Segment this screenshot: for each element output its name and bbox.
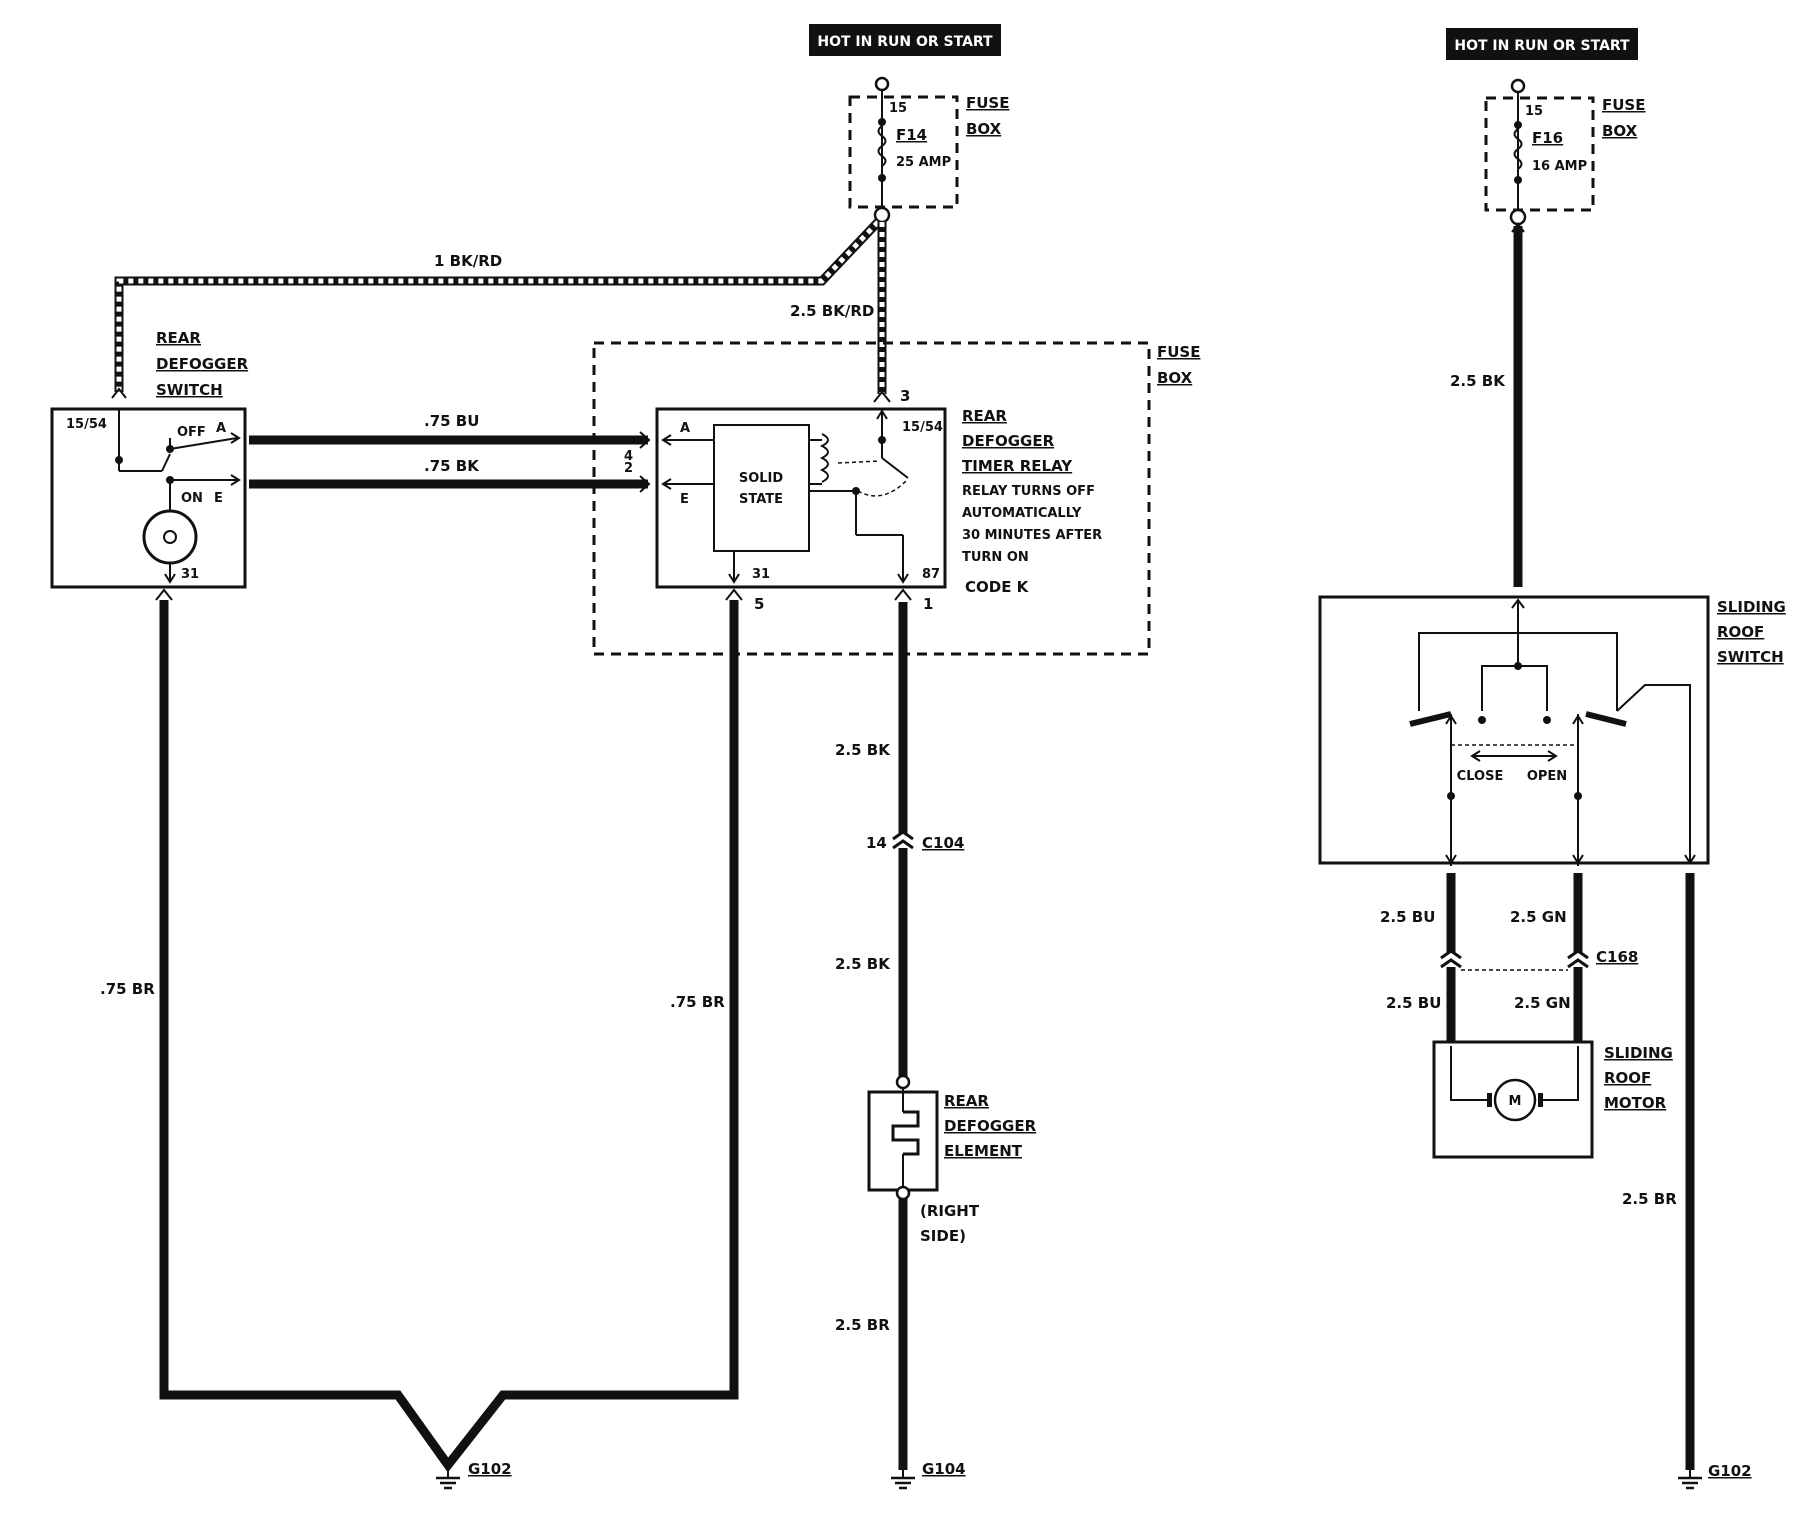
svg-text:15/54: 15/54 xyxy=(66,417,107,432)
svg-text:SIDE): SIDE) xyxy=(920,1227,966,1245)
svg-text:SLIDING: SLIDING xyxy=(1717,598,1786,616)
relay-note-3: 30 MINUTES AFTER xyxy=(962,528,1102,543)
label-2-5-bu-a: 2.5 BU xyxy=(1380,908,1435,926)
svg-text:14: 14 xyxy=(866,834,887,852)
hot-tag-right: HOT IN RUN OR START xyxy=(1446,28,1638,60)
fuse-box-label-2b: BOX xyxy=(1602,122,1638,140)
switch-title-3: SWITCH xyxy=(156,381,223,399)
svg-text:ROOF: ROOF xyxy=(1717,623,1764,641)
sliding-roof-switch: CLOSE OPEN SLIDING ROOF SWITCH xyxy=(1318,222,1786,866)
label-2-5-br-right: 2.5 BR xyxy=(1622,1190,1677,1208)
svg-text:CLOSE: CLOSE xyxy=(1457,769,1504,784)
label-2-5-gn-a: 2.5 GN xyxy=(1510,908,1567,926)
connector-c104: 14 C104 xyxy=(866,830,964,852)
svg-text:2: 2 xyxy=(624,461,633,476)
svg-text:OFF: OFF xyxy=(177,425,206,440)
wire-75-br-left xyxy=(159,600,739,1473)
svg-text:(RIGHT: (RIGHT xyxy=(920,1202,980,1220)
svg-text:G104: G104 xyxy=(922,1460,966,1478)
svg-text:ELEMENT: ELEMENT xyxy=(944,1142,1023,1160)
svg-text:31: 31 xyxy=(181,567,199,582)
fuse-box-label-1a: FUSE xyxy=(966,94,1009,112)
svg-text:E: E xyxy=(214,491,223,506)
svg-text:C104: C104 xyxy=(922,834,964,852)
label-2-5-bk-rd: 2.5 BK/RD xyxy=(790,302,874,320)
svg-text:87: 87 xyxy=(922,567,940,582)
fuse-box-label-2a: FUSE xyxy=(1602,96,1645,114)
relay-code: CODE K xyxy=(965,578,1030,596)
label-75-bk: .75 BK xyxy=(424,457,480,475)
rear-defogger-timer-relay: 3 4 2 SOLID STATE A E 31 15/54 87 xyxy=(624,387,1102,613)
svg-text:G102: G102 xyxy=(1708,1462,1752,1480)
fuse-box-label-1b: BOX xyxy=(966,120,1002,138)
label-2-5-br-mid: 2.5 BR xyxy=(835,1316,890,1334)
rear-defogger-switch: 15/54 OFF A ON E 31 REAR DEFOGGER SWITCH xyxy=(50,329,249,601)
svg-text:A: A xyxy=(680,421,690,436)
f14-rating: 25 AMP xyxy=(896,155,951,170)
svg-text:C168: C168 xyxy=(1596,948,1638,966)
label-2-5-bu-b: 2.5 BU xyxy=(1386,994,1441,1012)
label-2-5-bk-right: 2.5 BK xyxy=(1450,372,1506,390)
svg-text:STATE: STATE xyxy=(739,492,783,507)
svg-text:E: E xyxy=(680,492,689,507)
f14-pin: 15 xyxy=(889,101,907,116)
fuse-box-label-3b: BOX xyxy=(1157,369,1193,387)
svg-text:4: 4 xyxy=(624,449,633,464)
svg-text:G102: G102 xyxy=(468,1460,512,1478)
label-2-5-bk-b: 2.5 BK xyxy=(835,955,891,973)
wire-1-bk-rd xyxy=(114,218,882,392)
label-75-br-mid: .75 BR xyxy=(670,993,725,1011)
relay-title-2: DEFOGGER xyxy=(962,432,1055,450)
svg-text:SWITCH: SWITCH xyxy=(1717,648,1784,666)
switch-title-2: DEFOGGER xyxy=(156,355,249,373)
fuse-box-label-3a: FUSE xyxy=(1157,343,1200,361)
f16-pin: 15 xyxy=(1525,104,1543,119)
svg-text:31: 31 xyxy=(752,567,770,582)
label-75-br-left: .75 BR xyxy=(100,980,155,998)
label-2-5-gn-b: 2.5 GN xyxy=(1514,994,1571,1012)
svg-text:SLIDING: SLIDING xyxy=(1604,1044,1673,1062)
ground-g102-right: G102 xyxy=(1678,1462,1752,1490)
svg-text:DEFOGGER: DEFOGGER xyxy=(944,1117,1037,1135)
relay-title-3: TIMER RELAY xyxy=(962,457,1073,475)
relay-note-1: RELAY TURNS OFF xyxy=(962,484,1095,499)
svg-text:3: 3 xyxy=(900,387,910,405)
relay-note-2: AUTOMATICALLY xyxy=(962,506,1082,521)
f16-name: F16 xyxy=(1532,129,1563,147)
svg-text:MOTOR: MOTOR xyxy=(1604,1094,1667,1112)
sliding-roof-motor: M SLIDING ROOF MOTOR xyxy=(1432,1040,1673,1159)
svg-text:15/54: 15/54 xyxy=(902,420,943,435)
fuse-f16: 15 F16 16 AMP FUSE BOX xyxy=(1484,78,1645,226)
svg-text:ON: ON xyxy=(181,491,203,506)
f16-rating: 16 AMP xyxy=(1532,159,1587,174)
svg-text:HOT IN RUN OR START: HOT IN RUN OR START xyxy=(1454,38,1630,54)
ground-g102-left: G102 xyxy=(436,1460,512,1490)
label-2-5-bk-a: 2.5 BK xyxy=(835,741,891,759)
switch-title-1: REAR xyxy=(156,329,201,347)
svg-text:5: 5 xyxy=(754,595,764,613)
relay-title-1: REAR xyxy=(962,407,1007,425)
connector-c168: C168 xyxy=(1440,948,1638,971)
hot-tag-left: HOT IN RUN OR START xyxy=(809,24,1001,56)
svg-text:HOT IN RUN OR START: HOT IN RUN OR START xyxy=(817,34,993,50)
fuse-f14: 15 F14 25 AMP FUSE BOX xyxy=(848,76,1009,224)
svg-text:ROOF: ROOF xyxy=(1604,1069,1651,1087)
svg-text:OPEN: OPEN xyxy=(1527,769,1567,784)
label-75-bu: .75 BU xyxy=(424,412,479,430)
relay-note-4: TURN ON xyxy=(962,550,1029,565)
svg-text:SOLID: SOLID xyxy=(739,471,784,486)
svg-text:M: M xyxy=(1509,1094,1522,1109)
rear-defogger-element: REAR DEFOGGER ELEMENT (RIGHT SIDE) xyxy=(867,1074,1037,1245)
svg-text:1: 1 xyxy=(923,595,933,613)
ground-g104: G104 xyxy=(891,1460,966,1490)
label-1-bk-rd: 1 BK/RD xyxy=(434,252,502,270)
svg-text:REAR: REAR xyxy=(944,1092,989,1110)
fuse-box-outline xyxy=(592,341,1151,656)
f14-name: F14 xyxy=(896,126,927,144)
svg-text:A: A xyxy=(216,421,226,436)
